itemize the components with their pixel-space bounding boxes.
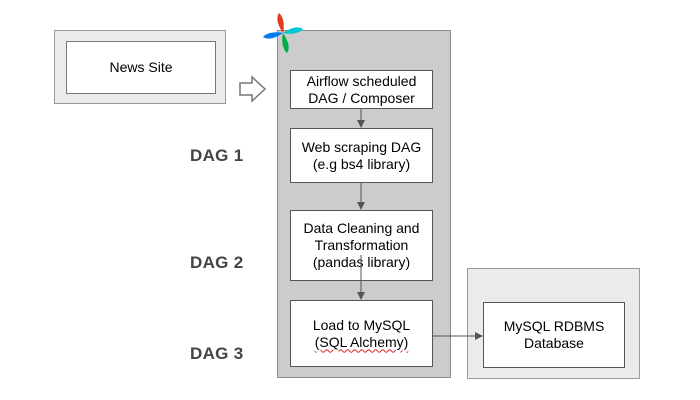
dag-2-label: DAG 2 [190,253,244,272]
web-scraping-line1: Web scraping DAG [301,138,422,155]
web-scraping-line2: (e.g bs4 library) [312,155,411,172]
mysql-database-line2: Database [524,335,584,351]
block-arrow-icon [239,75,267,103]
airflow-scheduler-box: Airflow scheduled DAG / Composer [290,70,433,109]
data-cleaning-box: Data Cleaning and Transformation (pandas… [290,210,433,281]
data-cleaning-line1: Data Cleaning and [303,220,420,236]
load-mysql-line2: (SQL Alchemy) [314,333,409,350]
mysql-database-box: MySQL RDBMS Database [483,302,625,368]
web-scraping-box: Web scraping DAG (e.g bs4 library) [290,128,433,183]
news-site-box: News Site [66,41,216,94]
dag-3-label: DAG 3 [190,344,244,363]
dag-1-label: DAG 1 [190,146,244,165]
data-cleaning-line2: Transformation [314,237,409,253]
airflow-scheduler-line1: Airflow scheduled [306,72,417,89]
airflow-scheduler-line2: DAG / Composer [308,89,415,106]
airflow-pinwheel-icon [263,13,303,53]
mysql-database-line1: MySQL RDBMS [503,318,605,334]
news-site-label: News Site [109,59,173,75]
load-mysql-box: Load to MySQL (SQL Alchemy) [290,300,433,367]
load-mysql-line1: Load to MySQL [312,316,411,333]
